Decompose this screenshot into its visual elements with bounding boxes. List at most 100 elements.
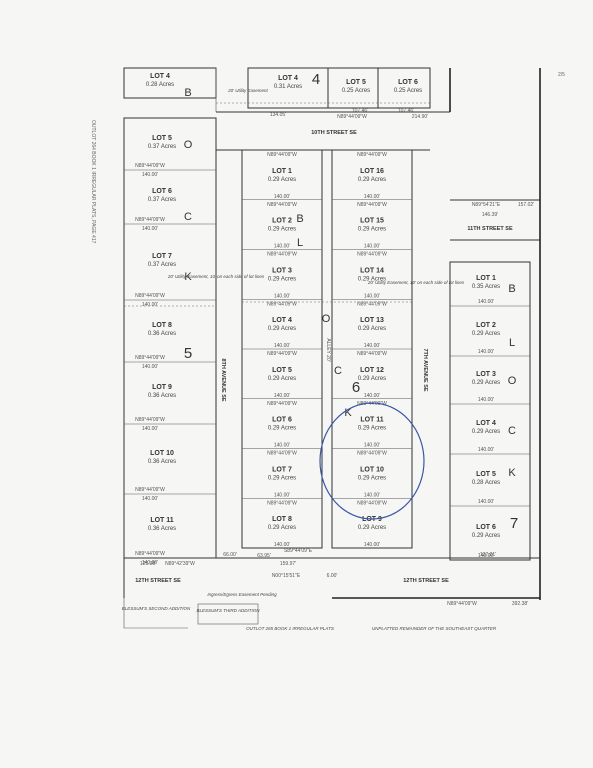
block6-west-dim-2: 140.00' bbox=[274, 293, 290, 299]
block5-bearing-0: N89°44'09"W bbox=[135, 163, 165, 169]
block6-east-lot-name-3: LOT 13 bbox=[360, 317, 384, 324]
block6-east-bearing-5: N89°44'09"W bbox=[357, 401, 387, 407]
dim-137: 137.01' bbox=[480, 552, 496, 558]
block6-west-lot-name-2: LOT 3 bbox=[272, 267, 292, 274]
block5-lot-name-6: LOT 11 bbox=[150, 517, 173, 524]
block6-west-bearing-0: N89°44'09"W bbox=[267, 152, 297, 158]
dim-15997: 159.97' bbox=[280, 561, 296, 567]
block4-number: 4 bbox=[312, 71, 320, 88]
block7-lot-area-0: 0.35 Acres bbox=[472, 284, 500, 290]
block7-lot-area-3: 0.29 Acres bbox=[472, 429, 500, 435]
block7-letter-l: L bbox=[509, 337, 515, 349]
ingress-note: Ingress/Egress Easement Pending bbox=[207, 592, 277, 597]
dim-6395: 63.95' bbox=[257, 553, 271, 559]
block6-east-bearing-6: N89°44'09"W bbox=[357, 451, 387, 457]
block7-dim-2: 140.00' bbox=[478, 397, 494, 403]
block6-west-lot-name-6: LOT 7 bbox=[272, 466, 292, 473]
block5-dim-2: 140.00' bbox=[142, 302, 158, 308]
easement-note-right: 20' Utility Easement, 10' on each side o… bbox=[367, 280, 465, 285]
block6-east-dim-0: 140.00' bbox=[364, 194, 380, 200]
block6-west-lot-area-0: 0.29 Acres bbox=[268, 177, 296, 183]
block6-west-dim-7: 140.00' bbox=[274, 542, 290, 548]
block6-east-bearing-4: N89°44'09"W bbox=[357, 351, 387, 357]
block6-west-lot-area-3: 0.29 Acres bbox=[268, 326, 296, 332]
top-lot-name-1: LOT 4 bbox=[278, 75, 298, 82]
block7-letter-c: C bbox=[508, 425, 516, 437]
block7-lot-name-2: LOT 3 bbox=[476, 371, 496, 378]
bottom-boxes bbox=[123, 598, 259, 629]
bearing-top: N89°44'09"W bbox=[337, 114, 367, 120]
block5-dim-0: 140.00' bbox=[142, 172, 158, 178]
block6-west-lot-area-5: 0.29 Acres bbox=[268, 426, 296, 432]
bearing-south: N89°42'39"W bbox=[165, 561, 195, 567]
easement-top-note: 20' Utility Easement bbox=[227, 88, 268, 93]
block6-east-dim-4: 140.00' bbox=[364, 393, 380, 399]
block7-dim-3: 140.00' bbox=[478, 447, 494, 453]
block6-east-bearing-7: N89°44'09"W bbox=[357, 500, 387, 506]
dim-15702: 157.02' bbox=[518, 202, 534, 208]
block5-lot-name-2: LOT 7 bbox=[152, 253, 172, 260]
block5-lot-area-2: 0.37 Acres bbox=[148, 262, 176, 268]
top-lot-name-0: LOT 4 bbox=[150, 73, 170, 80]
block7 bbox=[449, 261, 531, 561]
block6-west-dim-1: 140.00' bbox=[274, 244, 290, 250]
block5-bearing-1: N89°44'09"W bbox=[135, 217, 165, 223]
block7-lot-name-1: LOT 2 bbox=[476, 322, 496, 329]
block6-west-lot-area-6: 0.29 Acres bbox=[268, 475, 296, 481]
top-lot-area-3: 0.25 Acres bbox=[394, 88, 422, 94]
block7-letter-b: B bbox=[508, 283, 515, 295]
block6-east-lot-area-3: 0.29 Acres bbox=[358, 326, 386, 332]
dim-10746b: 107.46' bbox=[398, 108, 414, 114]
dim-14639: 146.39' bbox=[482, 212, 498, 218]
block6-west-lot-area-2: 0.29 Acres bbox=[268, 276, 296, 282]
block6-east-lot-name-7: LOT 9 bbox=[362, 516, 382, 523]
bearing-bottom: N89°44'09"W bbox=[447, 601, 477, 607]
block5-bearing-4: N89°44'09"W bbox=[135, 417, 165, 423]
street-12th-right: 12TH STREET SE bbox=[403, 578, 449, 584]
page-number: 2/5 bbox=[558, 72, 565, 78]
block6-east-lot-name-1: LOT 15 bbox=[360, 218, 384, 225]
block6-west-bearing-3: N89°44'09"W bbox=[267, 301, 297, 307]
block7-dim-4: 140.00' bbox=[478, 499, 494, 505]
alley-label: ALLEY 20' bbox=[325, 338, 331, 361]
blessum-second: BLESSUM'S SECOND ADDITION bbox=[122, 606, 191, 611]
block6-west-lot-area-7: 0.29 Acres bbox=[268, 525, 296, 531]
block6-west-bearing-5: N89°44'09"W bbox=[267, 401, 297, 407]
block6-west-lot-area-4: 0.29 Acres bbox=[268, 376, 296, 382]
block6-west-dim-3: 140.00' bbox=[274, 343, 290, 349]
block5-bearing-5: N89°44'09"W bbox=[135, 487, 165, 493]
block6-east-lot-name-0: LOT 16 bbox=[360, 168, 384, 175]
block5-lot-area-6: 0.36 Acres bbox=[148, 526, 176, 532]
block6-east-dim-1: 140.00' bbox=[364, 244, 380, 250]
block5-lot-area-5: 0.36 Acres bbox=[148, 459, 176, 465]
block6-east-dim-5: 140.00' bbox=[364, 443, 380, 449]
block7-dim-1: 140.00' bbox=[478, 349, 494, 355]
block5-lot-name-3: LOT 8 bbox=[152, 322, 172, 329]
highlight-ellipse bbox=[319, 402, 425, 520]
dim-12598: 125.98' bbox=[140, 561, 156, 567]
block5-letter-1: O bbox=[184, 139, 193, 151]
block6-letter-k: K bbox=[344, 407, 352, 419]
block7-lot-area-1: 0.29 Acres bbox=[472, 331, 500, 337]
block6-east-lot-area-7: 0.29 Acres bbox=[358, 525, 386, 531]
dim-39238: 392.38' bbox=[512, 601, 528, 607]
block5-bearing-2: N89°44'09"W bbox=[135, 293, 165, 299]
easement-note-left: 20' Utility Easement, 10' on each side o… bbox=[167, 274, 265, 279]
block6-west-lot-name-5: LOT 6 bbox=[272, 417, 292, 424]
block6-letter-b: B bbox=[296, 213, 303, 225]
block7-lot-name-5: LOT 6 bbox=[476, 524, 496, 531]
block6-west-dim-0: 140.00' bbox=[274, 194, 290, 200]
margin-note: OUTLOT 264 BOOK 1 IRREGULAR PLATS, PAGE … bbox=[90, 120, 96, 244]
block5-bearing-3: N89°44'09"W bbox=[135, 355, 165, 361]
unplatted-remainder: UNPLATTED REMAINDER OF THE SOUTHEAST QUA… bbox=[372, 626, 497, 631]
top-lot-name-3: LOT 6 bbox=[398, 79, 418, 86]
block6-west-bearing-7: N89°44'09"W bbox=[267, 500, 297, 506]
block6-east-lot-area-6: 0.29 Acres bbox=[358, 475, 386, 481]
block5-dim-3: 140.00' bbox=[142, 364, 158, 370]
block6-east-bearing-2: N89°44'09"W bbox=[357, 252, 387, 258]
block6-number: 6 bbox=[352, 379, 360, 396]
block6-west-dim-6: 140.00' bbox=[274, 492, 290, 498]
top-lot-area-2: 0.25 Acres bbox=[342, 88, 370, 94]
block6-east-dim-2: 140.00' bbox=[364, 293, 380, 299]
